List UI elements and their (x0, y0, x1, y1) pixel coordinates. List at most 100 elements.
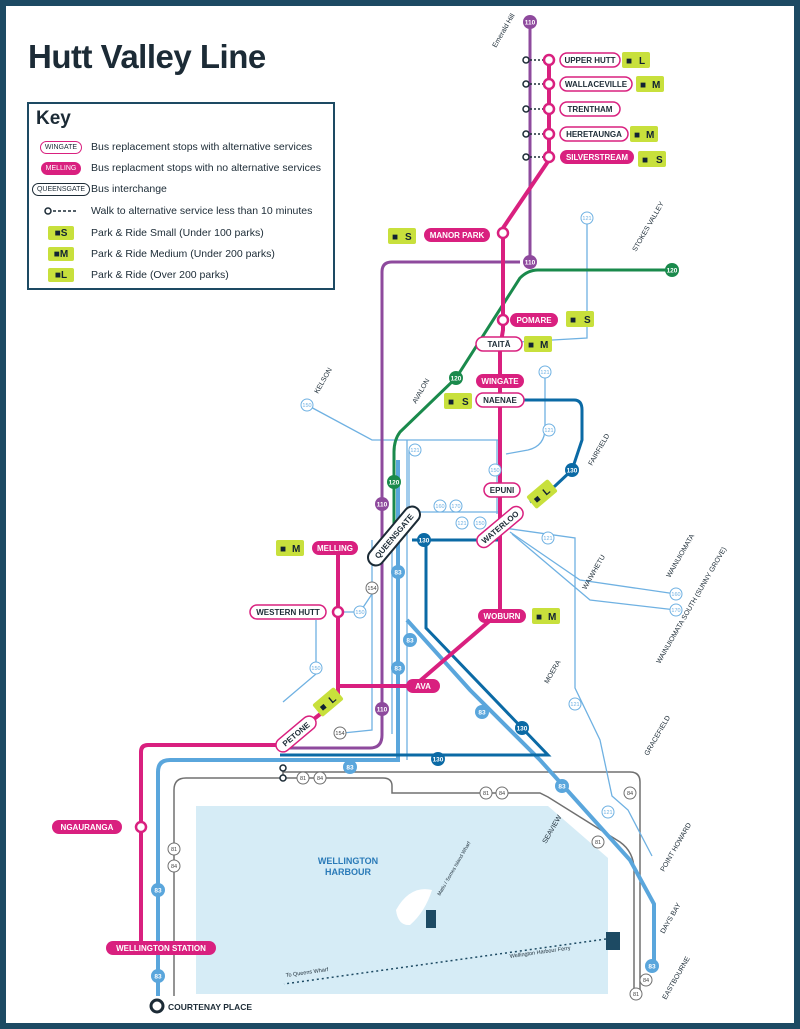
park-ride-manor-park: ■S (388, 228, 416, 244)
svg-text:130: 130 (517, 726, 528, 733)
badge-83: 83 (151, 883, 165, 897)
harbour-label-line1: WELLINGTON (318, 856, 378, 866)
svg-text:121: 121 (544, 428, 553, 434)
svg-text:■: ■ (640, 80, 646, 91)
svg-text:WOBURN: WOBURN (484, 612, 521, 621)
courtenay-place-terminus (149, 998, 165, 1014)
park-ride-petone: ■L (312, 687, 344, 717)
svg-text:M: M (292, 544, 300, 555)
walk-connectors (526, 59, 546, 158)
station-ava: AVA (406, 679, 440, 693)
park-ride-woburn: ■M (532, 608, 560, 624)
svg-text:121: 121 (543, 536, 552, 542)
place-waiwhetu: WAIWHETU (582, 554, 607, 591)
wellington-harbour (196, 806, 608, 994)
station-dots (134, 53, 556, 834)
park-ride-pomare: ■S (566, 311, 594, 327)
key-sample-outline-pill: WINGATE (39, 140, 83, 154)
badge-110: 110 (523, 255, 537, 269)
badge-130: 130 (515, 721, 529, 735)
svg-text:120: 120 (667, 268, 678, 275)
badge-83: 83 (391, 565, 405, 579)
map-key: Key WINGATE Bus replacement stops with a… (27, 102, 335, 290)
badge-160: 160 (433, 499, 447, 513)
badge-83: 83 (391, 661, 405, 675)
svg-text:83: 83 (648, 964, 656, 971)
key-label: Park & Ride Medium (Under 200 parks) (91, 248, 275, 260)
svg-text:81: 81 (171, 847, 177, 853)
svg-text:WELLINGTON STATION: WELLINGTON STATION (116, 944, 206, 953)
svg-text:S: S (405, 232, 412, 243)
svg-text:SILVERSTREAM: SILVERSTREAM (566, 153, 628, 162)
station-wingate: WINGATE (476, 374, 524, 388)
svg-text:83: 83 (478, 710, 486, 717)
svg-text:WESTERN HUTT: WESTERN HUTT (256, 608, 320, 617)
badge-83: 83 (343, 760, 357, 774)
walk-points (279, 56, 530, 782)
badge-84: 84 (167, 859, 181, 873)
park-ride-taita: ■M (524, 336, 552, 352)
svg-text:83: 83 (394, 570, 402, 577)
svg-text:81: 81 (483, 791, 489, 797)
badge-121: 121 (542, 423, 556, 437)
svg-text:■: ■ (528, 340, 534, 351)
badge-83: 83 (403, 633, 417, 647)
badge-121: 121 (408, 443, 422, 457)
station-wallaceville: WALLACEVILLE (559, 76, 633, 92)
badge-121: 121 (580, 211, 594, 225)
svg-text:84: 84 (499, 791, 505, 797)
svg-text:■: ■ (626, 56, 632, 67)
svg-text:TAITĀ: TAITĀ (488, 340, 511, 349)
place-days-bay: DAYS BAY (660, 902, 683, 935)
key-row-park-small: ■S Park & Ride Small (Under 100 parks) (33, 224, 264, 242)
svg-text:170: 170 (671, 608, 680, 614)
svg-text:160: 160 (671, 592, 680, 598)
key-row-walk: Walk to alternative service less than 10… (33, 202, 312, 220)
svg-text:■: ■ (642, 155, 648, 166)
svg-text:121: 121 (457, 521, 466, 527)
svg-text:150: 150 (490, 468, 499, 474)
svg-text:■: ■ (570, 315, 576, 326)
svg-text:150: 150 (355, 610, 364, 616)
station-silverstream: SILVERSTREAM (560, 150, 634, 164)
svg-text:S: S (462, 397, 469, 408)
station-trentham: TRENTHAM (559, 101, 621, 117)
badge-154: 154 (365, 581, 379, 595)
island-wharf-marker (426, 910, 436, 928)
svg-text:83: 83 (154, 888, 162, 895)
route-83 (156, 460, 656, 996)
svg-text:81: 81 (633, 992, 639, 998)
walk-dots-icon (44, 207, 76, 215)
key-label: Bus replacment stops with no alternative… (91, 162, 321, 174)
svg-text:L: L (327, 694, 339, 706)
queens-wharf-label: To Queens Wharf (285, 967, 329, 979)
page-title: Hutt Valley Line (28, 38, 266, 75)
key-row-park-large: ■L Park & Ride (Over 200 parks) (33, 266, 229, 284)
svg-text:MELLING: MELLING (317, 544, 353, 553)
key-label: Walk to alternative service less than 10… (91, 205, 313, 217)
station-taita: TAITĀ (475, 336, 523, 352)
svg-text:EPUNI: EPUNI (490, 486, 514, 495)
days-bay-wharf-marker (606, 932, 620, 950)
key-row-alternative: WINGATE Bus replacement stops with alter… (33, 138, 312, 156)
svg-text:83: 83 (406, 638, 414, 645)
badge-130: 130 (417, 533, 431, 547)
badge-84: 84 (623, 786, 637, 800)
place-emerald-hill: Emerald Hill (492, 12, 517, 49)
place-kelson: KELSON (314, 367, 334, 395)
station-ngauranga: NGAURANGA (52, 820, 122, 834)
station-petone: PETONE (275, 715, 317, 753)
key-label: Park & Ride Small (Under 100 parks) (91, 227, 264, 239)
car-icon: ■L (48, 268, 74, 282)
courtenay-place-label: COURTENAY PLACE (168, 1002, 252, 1012)
badge-81: 81 (629, 987, 643, 1001)
svg-text:84: 84 (627, 791, 633, 797)
key-label: Park & Ride (Over 200 parks) (91, 269, 229, 281)
svg-text:83: 83 (394, 666, 402, 673)
svg-text:■: ■ (280, 544, 286, 555)
badge-150: 150 (488, 463, 502, 477)
park-ride-waterloo: ■L (526, 479, 558, 509)
badge-120: 120 (665, 263, 679, 277)
badge-83: 83 (555, 779, 569, 793)
